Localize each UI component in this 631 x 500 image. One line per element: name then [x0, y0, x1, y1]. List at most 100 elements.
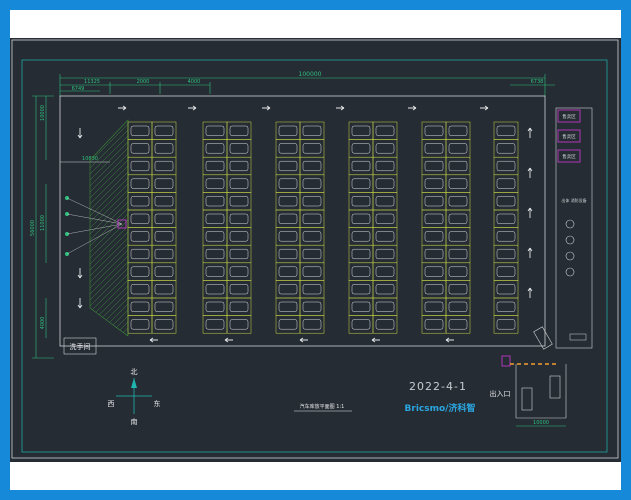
lane-arrow-icon: [118, 105, 127, 111]
parking-stall: [226, 262, 252, 281]
car-icon: [302, 248, 322, 260]
car-icon: [154, 213, 174, 224]
dim-top-seg1b: 6749: [72, 86, 85, 92]
parking-group: [127, 121, 177, 334]
car-icon: [154, 178, 174, 189]
car-icon: [351, 143, 371, 154]
car-icon: [375, 213, 395, 224]
parking-stall: [127, 227, 153, 246]
compass-east: 东: [154, 399, 161, 408]
parking-stall: [299, 192, 325, 211]
parking-stall: [226, 156, 252, 176]
car-icon: [375, 231, 395, 242]
car-icon: [375, 248, 395, 260]
dim-top-seg1: 11325: [84, 79, 100, 85]
parking-stall: [421, 209, 447, 228]
car-icon: [205, 160, 225, 172]
car-icon: [375, 160, 395, 172]
exit-lane-cars: [521, 375, 561, 411]
parking-stall: [493, 174, 519, 193]
car-icon: [278, 301, 298, 312]
parking-stall: [493, 297, 519, 316]
parking-stall: [445, 315, 471, 334]
car-icon: [278, 284, 298, 295]
car-icon: [302, 125, 322, 136]
car-icon: [375, 266, 395, 277]
car-icon: [351, 196, 371, 207]
parking-stall: [202, 156, 228, 176]
cad-drawing-canvas[interactable]: 100000 11325 6749 2000 4000 6738 56000 1…: [10, 38, 621, 462]
parking-stall: [299, 209, 325, 228]
parking-stall: [299, 139, 325, 158]
parking-stall: [151, 227, 177, 246]
car-icon: [424, 231, 444, 242]
parking-stall: [226, 121, 252, 140]
parking-stall: [445, 139, 471, 158]
lane-arrow-icon: [527, 247, 533, 258]
parking-stall: [202, 121, 228, 140]
parking-stall: [127, 280, 153, 299]
car-icon: [278, 178, 298, 189]
parking-stall: [127, 315, 153, 334]
parking-stall: [299, 174, 325, 193]
parking-stall: [202, 280, 228, 299]
lane-arrows: [77, 105, 533, 343]
car-icon: [205, 125, 225, 136]
car-icon: [154, 143, 174, 154]
car-icon: [205, 196, 225, 207]
lane-arrow-icon: [408, 105, 417, 111]
car-icon: [448, 125, 468, 136]
compass-west: 西: [108, 400, 115, 408]
car-icon: [424, 125, 444, 136]
left-dimensions: [32, 95, 54, 359]
sheet-inner-border: [21, 59, 608, 453]
car-icon: [154, 301, 174, 312]
parking-stall: [202, 262, 228, 281]
parking-stall: [202, 192, 228, 211]
car-icon: [229, 248, 249, 260]
car-icon: [154, 284, 174, 295]
car-icon: [302, 196, 322, 207]
car-icon: [448, 143, 468, 154]
dim-inner-small: 10830: [82, 156, 98, 162]
parking-stall: [348, 227, 374, 246]
car-icon: [205, 319, 225, 330]
parking-stall: [275, 315, 301, 334]
car-icon: [154, 266, 174, 277]
car-icon: [154, 196, 174, 207]
parking-stall: [226, 315, 252, 334]
lane-arrow-icon: [188, 105, 197, 111]
parking-stall: [493, 227, 519, 246]
car-icon: [278, 143, 298, 154]
parking-stall: [348, 139, 374, 158]
car-icon: [351, 160, 371, 172]
room-list: 售卖区 售卖区 售卖区: [557, 109, 581, 163]
parking-stall: [299, 280, 325, 299]
parking-stall: [421, 297, 447, 316]
gate-marker: [501, 355, 511, 367]
parking-stall: [348, 280, 374, 299]
room-label-1: 售卖区: [562, 113, 576, 120]
parking-stall: [421, 262, 447, 281]
car-icon: [229, 319, 249, 330]
parking-group: [421, 121, 471, 334]
lane-arrow-icon: [480, 105, 489, 111]
parking-stall: [348, 121, 374, 140]
parking-stall: [372, 297, 398, 316]
car-icon: [154, 231, 174, 242]
car-icon: [351, 248, 371, 260]
parking-stall: [275, 139, 301, 158]
car-icon: [375, 319, 395, 330]
parking-stall: [151, 315, 177, 334]
parking-stall: [151, 174, 177, 193]
parking-stall: [421, 174, 447, 193]
parking-stall: [275, 192, 301, 211]
car-icon: [302, 231, 322, 242]
car-icon: [154, 160, 174, 172]
parking-stall: [372, 139, 398, 158]
parking-stall: [202, 174, 228, 193]
parking-group: [275, 121, 325, 334]
parking-stall: [226, 297, 252, 316]
parking-stall: [151, 262, 177, 281]
fire-equipment-icons: [565, 219, 575, 277]
